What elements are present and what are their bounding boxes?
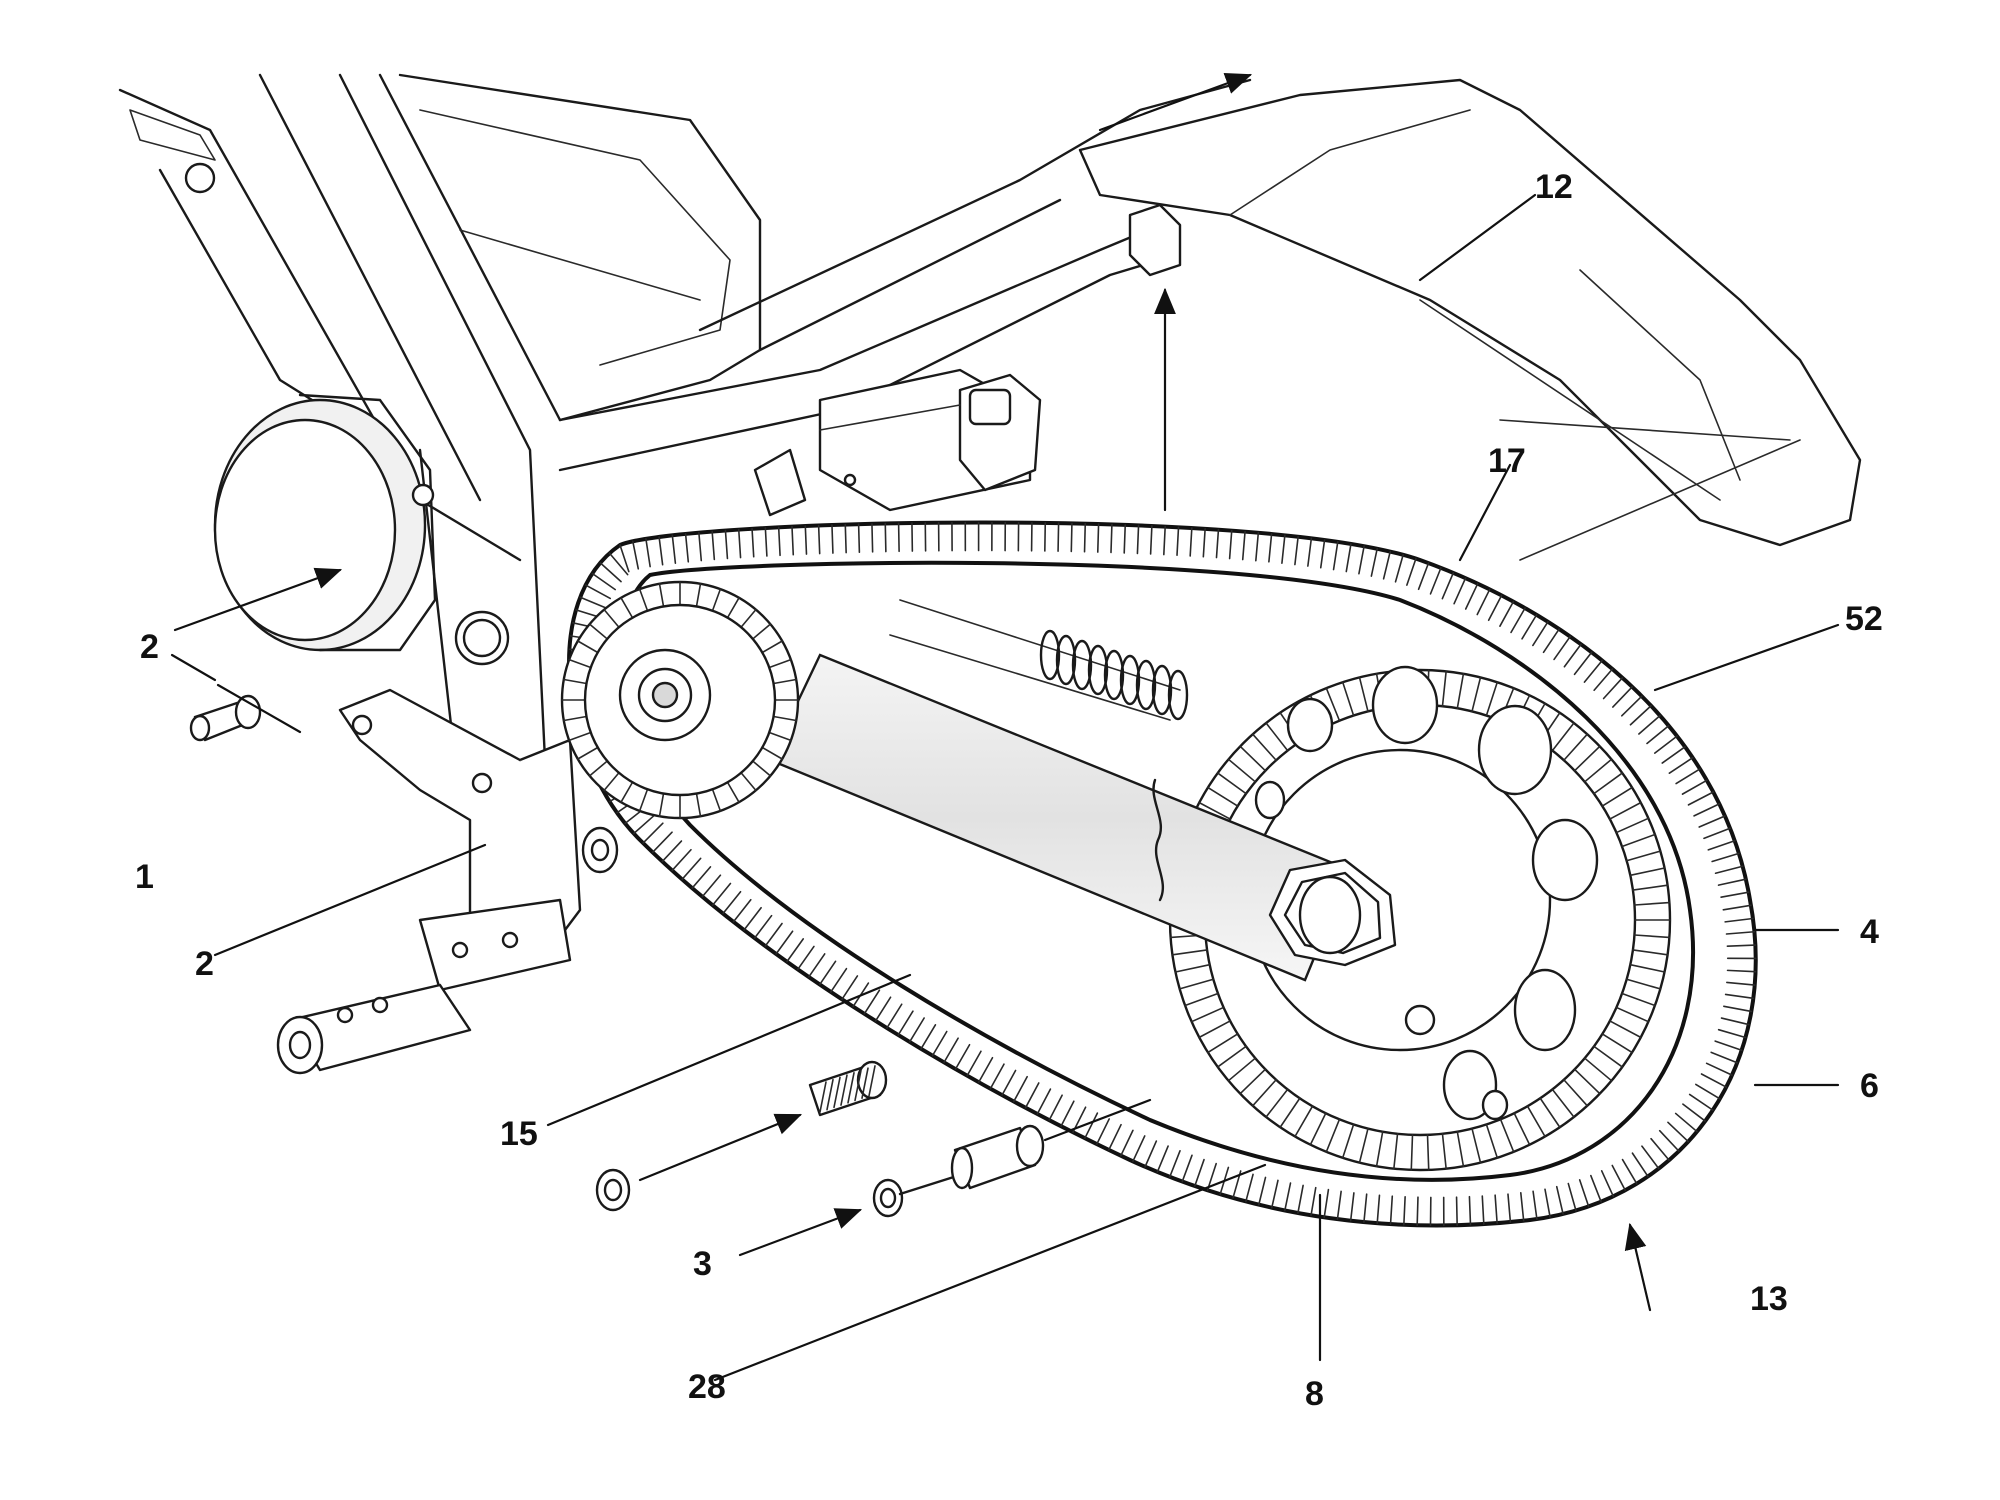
callout-1: 1 (135, 858, 154, 896)
callout-2-top: 2 (140, 628, 159, 666)
loose-parts (595, 1060, 1652, 1312)
callout-labels: 12 17 52 2 1 2 4 6 15 3 13 28 8 (135, 168, 1883, 1413)
callout-28: 28 (688, 1368, 726, 1406)
callout-12: 12 (1535, 168, 1573, 206)
callout-2-bottom: 2 (195, 945, 214, 983)
callout-8: 8 (1305, 1375, 1324, 1413)
callout-3: 3 (693, 1245, 712, 1283)
callout-15: 15 (500, 1115, 538, 1153)
callout-17: 17 (1488, 442, 1526, 480)
callout-6: 6 (1860, 1067, 1879, 1105)
leader-lines (170, 193, 1840, 1382)
frame (118, 73, 1862, 1075)
callout-52: 52 (1845, 600, 1883, 638)
callout-4: 4 (1860, 913, 1879, 951)
belt-drive (560, 520, 1758, 1228)
callout-13: 13 (1750, 1280, 1788, 1318)
